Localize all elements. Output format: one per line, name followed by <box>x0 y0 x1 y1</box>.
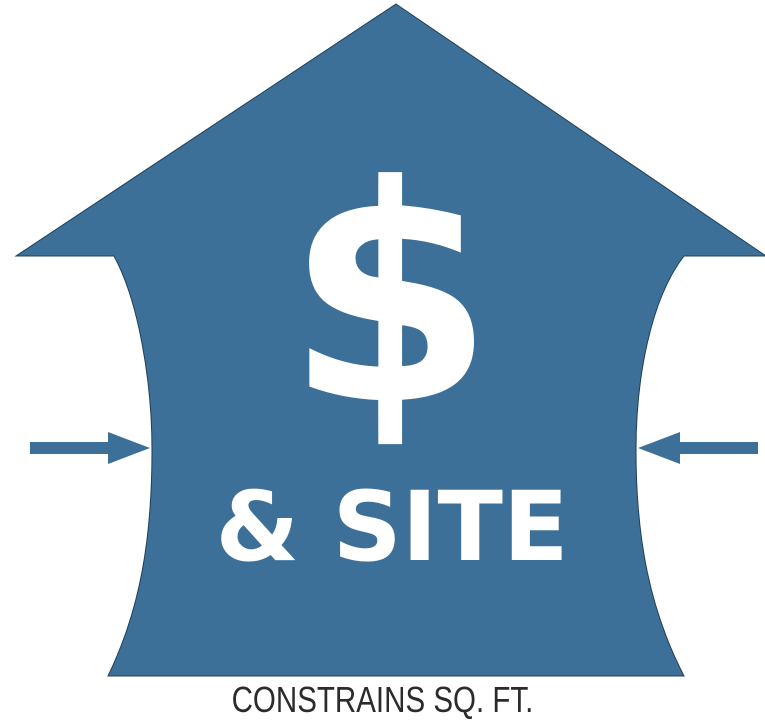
arrow-right-icon <box>30 432 150 464</box>
arrow-left-icon <box>638 432 758 464</box>
site-label: & SITE <box>215 471 568 583</box>
house-shape <box>14 3 765 677</box>
dollar-symbol: $ <box>286 122 495 471</box>
caption: CONSTRAINS SQ. FT. <box>231 679 534 720</box>
